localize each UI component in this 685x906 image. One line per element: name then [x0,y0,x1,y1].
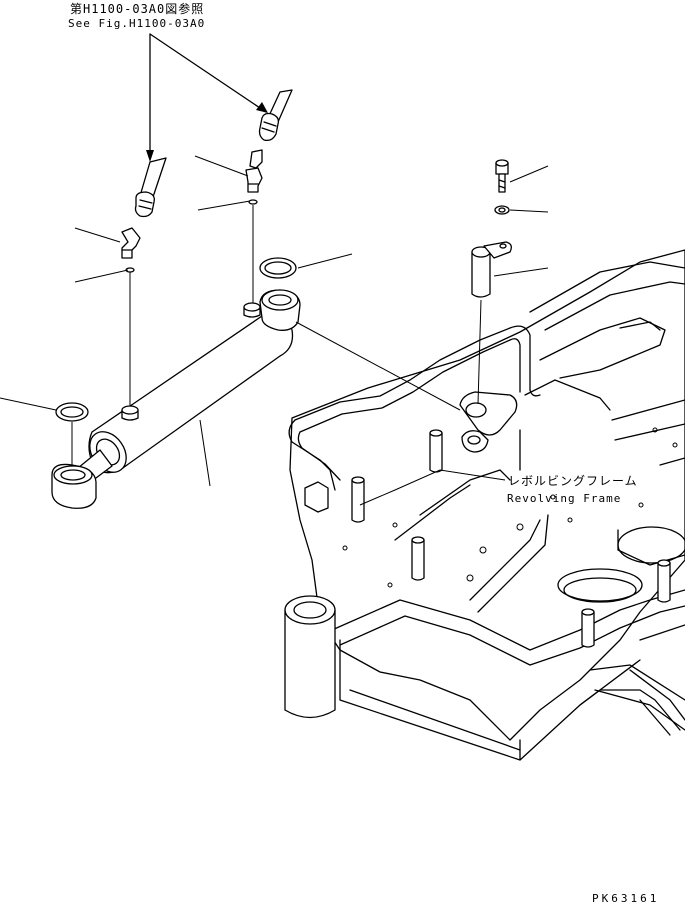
leader-lines [0,33,549,506]
elbow-fittings [121,149,263,259]
frame-label-english: Revolving Frame [507,492,622,505]
reference-figure-japanese: 第H1100-03A0図参照 [70,2,205,16]
pin-boss [459,391,518,453]
hose-right [258,89,293,142]
reference-figure-english: See Fig.H1100-03A0 [68,17,206,30]
hose-left [134,157,167,218]
frame-label-japanese: レボルビングフレーム [508,474,638,488]
pin-assembly [471,159,512,298]
handrail-pipe [288,325,541,491]
revolving-frame [284,249,685,761]
hydraulic-cylinder [51,289,301,509]
o-rings [55,199,297,422]
drawing-code: PK63161 [592,892,660,905]
